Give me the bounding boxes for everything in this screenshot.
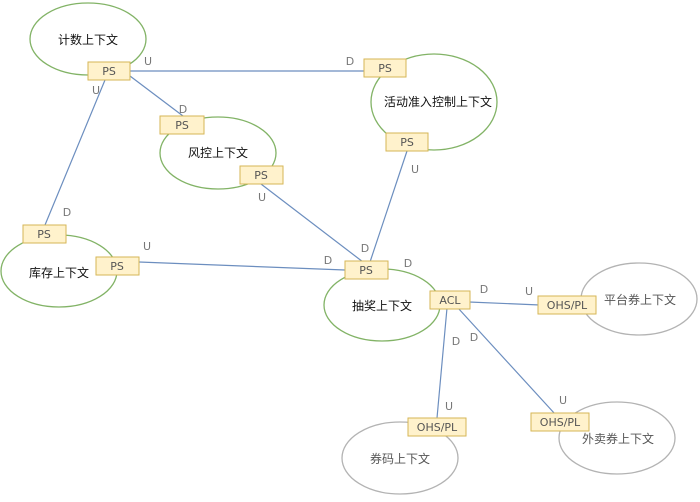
relation-label: D [452, 335, 460, 348]
edges [44, 70, 556, 419]
context-coupon-code-ellipse [341, 421, 459, 495]
relation-label: D [480, 283, 488, 296]
edge-count-risk [129, 75, 184, 117]
badge-access-ps-bottom-text: PS [400, 136, 414, 149]
badge-lottery-acl-text: ACL [439, 294, 461, 307]
badge-takeout-ohs: OHS/PL [530, 412, 590, 432]
badge-platform-ohs-text: OHS/PL [547, 299, 588, 312]
badge-platform-ohs: OHS/PL [537, 295, 597, 315]
relation-label: D [324, 254, 332, 267]
badge-access-ps-top: PS [363, 58, 407, 78]
badge-lottery-acl: ACL [429, 290, 471, 310]
relation-label: D [361, 242, 369, 255]
context-risk-label: 风控上下文 [188, 145, 248, 160]
badge-stock-ps-top: PS [22, 224, 67, 244]
badge-stock-ps-top-text: PS [37, 228, 51, 241]
context-access-ellipse [370, 53, 498, 151]
badge-count-ps-text: PS [102, 65, 116, 78]
context-lottery-label: 抽奖上下文 [352, 298, 412, 313]
relation-label: D [346, 55, 354, 68]
badges: PS PS PS PS PS PS PS PS [22, 58, 597, 437]
relation-label: U [144, 55, 152, 68]
badge-count-ps: PS [87, 61, 131, 81]
badge-access-ps-top-text: PS [378, 62, 392, 75]
edge-acl-platform [468, 301, 541, 306]
edge-access-lottery [369, 150, 408, 263]
badge-takeout-ohs-text: OHS/PL [540, 416, 581, 429]
relation-labels: U D D U D U U U D D D D U D U D U [63, 55, 567, 413]
context-access-label: 活动准入控制上下文 [384, 94, 492, 109]
badge-risk-ps-bottom: PS [239, 165, 284, 185]
badge-coupon-code-ohs-text: OHS/PL [417, 421, 458, 434]
context-coupon-code-label: 券码上下文 [370, 451, 430, 466]
relation-label: U [411, 163, 419, 176]
badge-lottery-ps: PS [344, 260, 389, 280]
edge-acl-couponcode [436, 307, 448, 419]
relation-label: U [445, 400, 453, 413]
edge-acl-takeout [457, 307, 556, 415]
edge-risk-lottery [260, 183, 364, 263]
context-stock-label: 库存上下文 [29, 265, 89, 280]
badge-stock-ps-right-text: PS [110, 260, 124, 273]
relation-label: U [92, 84, 100, 97]
relation-label: U [525, 285, 533, 298]
relation-label: U [143, 240, 151, 253]
edge-stock-lottery [138, 261, 346, 271]
relation-label: D [63, 206, 71, 219]
edge-count-stock [44, 79, 106, 226]
context-labels: 计数上下文 活动准入控制上下文 风控上下文 库存上下文 抽奖上下文 平台券上下文… [29, 32, 676, 466]
badge-access-ps-bottom: PS [385, 132, 429, 152]
badge-coupon-code-ohs: OHS/PL [407, 417, 467, 437]
badge-risk-ps-top: PS [159, 115, 205, 135]
context-platform-coupon-label: 平台券上下文 [604, 292, 676, 307]
badge-lottery-ps-text: PS [359, 264, 373, 277]
relation-label: U [559, 394, 567, 407]
context-takeout-coupon-label: 外卖券上下文 [582, 431, 654, 446]
relation-label: U [258, 191, 266, 204]
badge-stock-ps-right: PS [95, 256, 140, 276]
context-count-label: 计数上下文 [58, 32, 118, 47]
badge-risk-ps-bottom-text: PS [254, 169, 268, 182]
badge-risk-ps-top-text: PS [175, 119, 189, 132]
relation-label: D [470, 331, 478, 344]
relation-label: D [404, 257, 412, 270]
relation-label: D [179, 103, 187, 116]
